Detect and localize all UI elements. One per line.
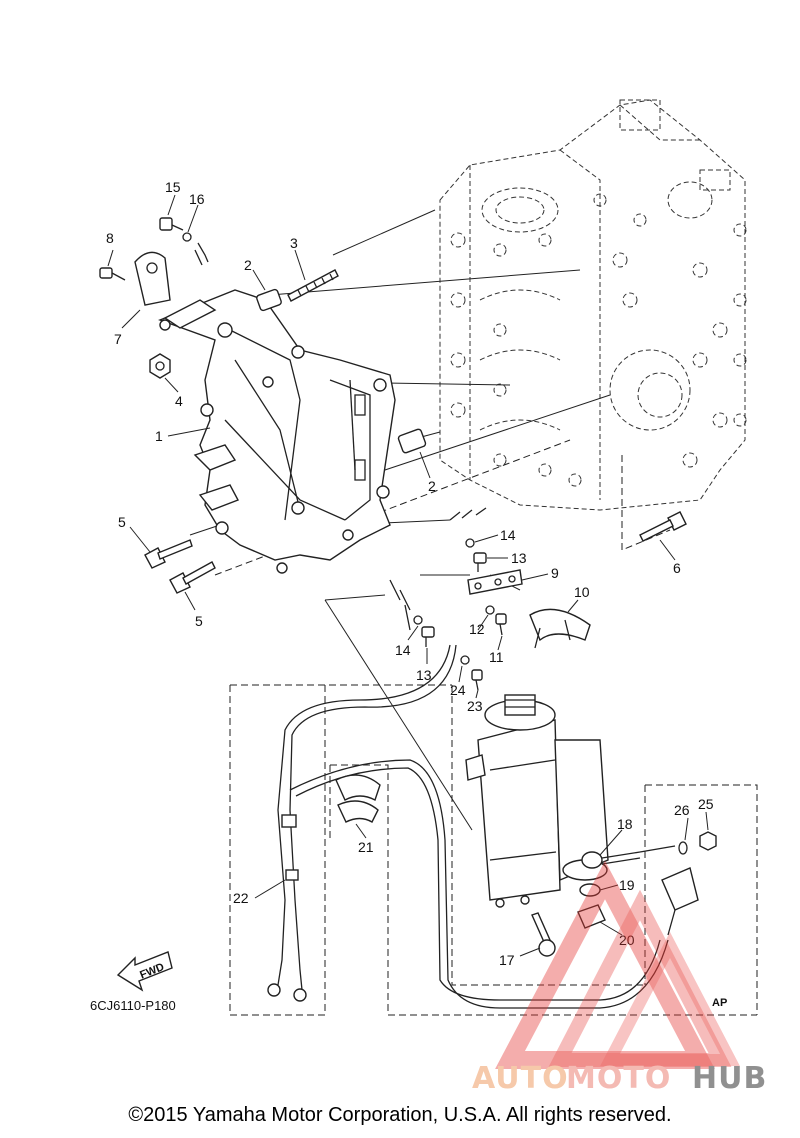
- label-6: 6: [673, 560, 681, 576]
- fwd-arrow: FWD: [116, 951, 173, 992]
- label-12: 12: [469, 621, 485, 637]
- label-11: 11: [489, 649, 504, 665]
- starter-motor: [465, 694, 609, 908]
- label-21: 21: [358, 839, 374, 855]
- label-14-lower: 14: [395, 642, 411, 658]
- small-parts: [99, 217, 687, 691]
- wire-harness-part-22: [267, 644, 669, 1009]
- label-22: 22: [233, 890, 249, 906]
- label-5-lower: 5: [195, 613, 203, 629]
- svg-text:MOTO: MOTO: [566, 1061, 671, 1096]
- label-14-upper: 14: [500, 527, 516, 543]
- svg-text:HUB: HUB: [692, 1061, 767, 1096]
- engine-block: [439, 99, 747, 511]
- label-7: 7: [114, 331, 122, 347]
- assembly-boxes: [229, 455, 758, 1016]
- label-18: 18: [617, 816, 633, 832]
- label-26: 26: [674, 802, 690, 818]
- label-2-lower: 2: [428, 478, 436, 494]
- bracket-part-1: [158, 289, 396, 574]
- svg-text:AUTO: AUTO: [472, 1061, 569, 1096]
- label-20: 20: [619, 932, 635, 948]
- label-23: 23: [467, 698, 483, 714]
- label-13-lower: 13: [416, 667, 432, 683]
- label-13-upper: 13: [511, 550, 527, 566]
- label-5-upper: 5: [118, 514, 126, 530]
- ap-label: AP: [712, 997, 727, 1009]
- part-number-labels: 15 16 3 2 8 7 4 1 5 5 2 6 9 10 14 13 12 …: [106, 179, 714, 968]
- label-10: 10: [574, 584, 590, 600]
- label-leaders: [107, 194, 709, 957]
- label-3: 3: [290, 235, 298, 251]
- label-25: 25: [698, 796, 714, 812]
- label-24: 24: [450, 682, 466, 698]
- label-9: 9: [551, 565, 559, 581]
- label-8: 8: [106, 230, 114, 246]
- label-17: 17: [499, 952, 515, 968]
- copyright-notice: ©2015 Yamaha Motor Corporation, U.S.A. A…: [128, 1104, 672, 1126]
- cable-terminal-parts: [577, 831, 717, 936]
- label-4: 4: [175, 393, 183, 409]
- label-16: 16: [189, 191, 205, 207]
- label-15: 15: [165, 179, 181, 195]
- label-1: 1: [155, 428, 163, 444]
- watermark-logo: AUTO MOTO HUB: [472, 860, 767, 1096]
- label-19: 19: [619, 877, 635, 893]
- label-2-upper: 2: [244, 257, 252, 273]
- reference-code: 6CJ6110-P180: [90, 998, 176, 1013]
- clamp-part-21: [335, 774, 381, 823]
